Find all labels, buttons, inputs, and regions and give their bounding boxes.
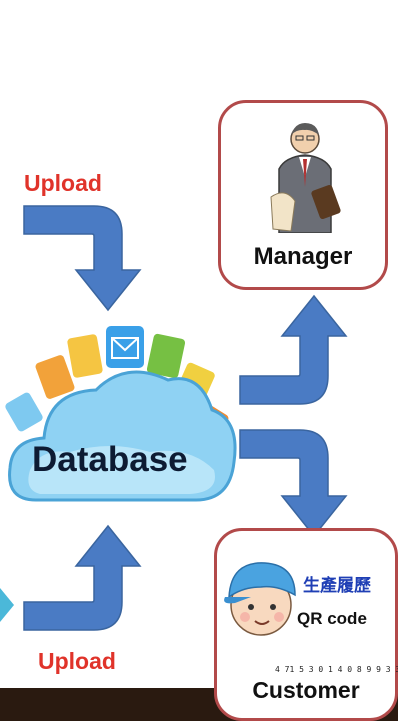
manager-card: Manager	[218, 100, 388, 290]
barcode-digits: 4 71 5 3 0 1 4 0 8 9 9 3 3	[275, 665, 398, 674]
customer-card: 生產履歷 QR code 4 71 5 3 0 1 4 0 8 9 9 3 3 …	[214, 528, 398, 721]
history-cjk-label: 生產履歷	[303, 576, 371, 596]
qr-code-label: QR code	[297, 609, 367, 628]
cloud-icon	[8, 370, 237, 502]
arrow-to-manager	[239, 294, 348, 405]
customer-label: Customer	[252, 677, 360, 703]
upload-label-top: Upload	[24, 170, 102, 196]
upload-label-bottom: Upload	[38, 648, 116, 674]
database-label: Database	[32, 440, 188, 479]
arrow-to-customer	[239, 429, 348, 538]
upload-arrow-top	[23, 205, 142, 312]
left-edge-arrow	[0, 588, 14, 622]
manager-label: Manager	[253, 243, 353, 270]
upload-arrow-bottom	[23, 524, 142, 631]
boy-with-cap-icon	[224, 562, 296, 636]
businessman-icon	[270, 123, 341, 233]
